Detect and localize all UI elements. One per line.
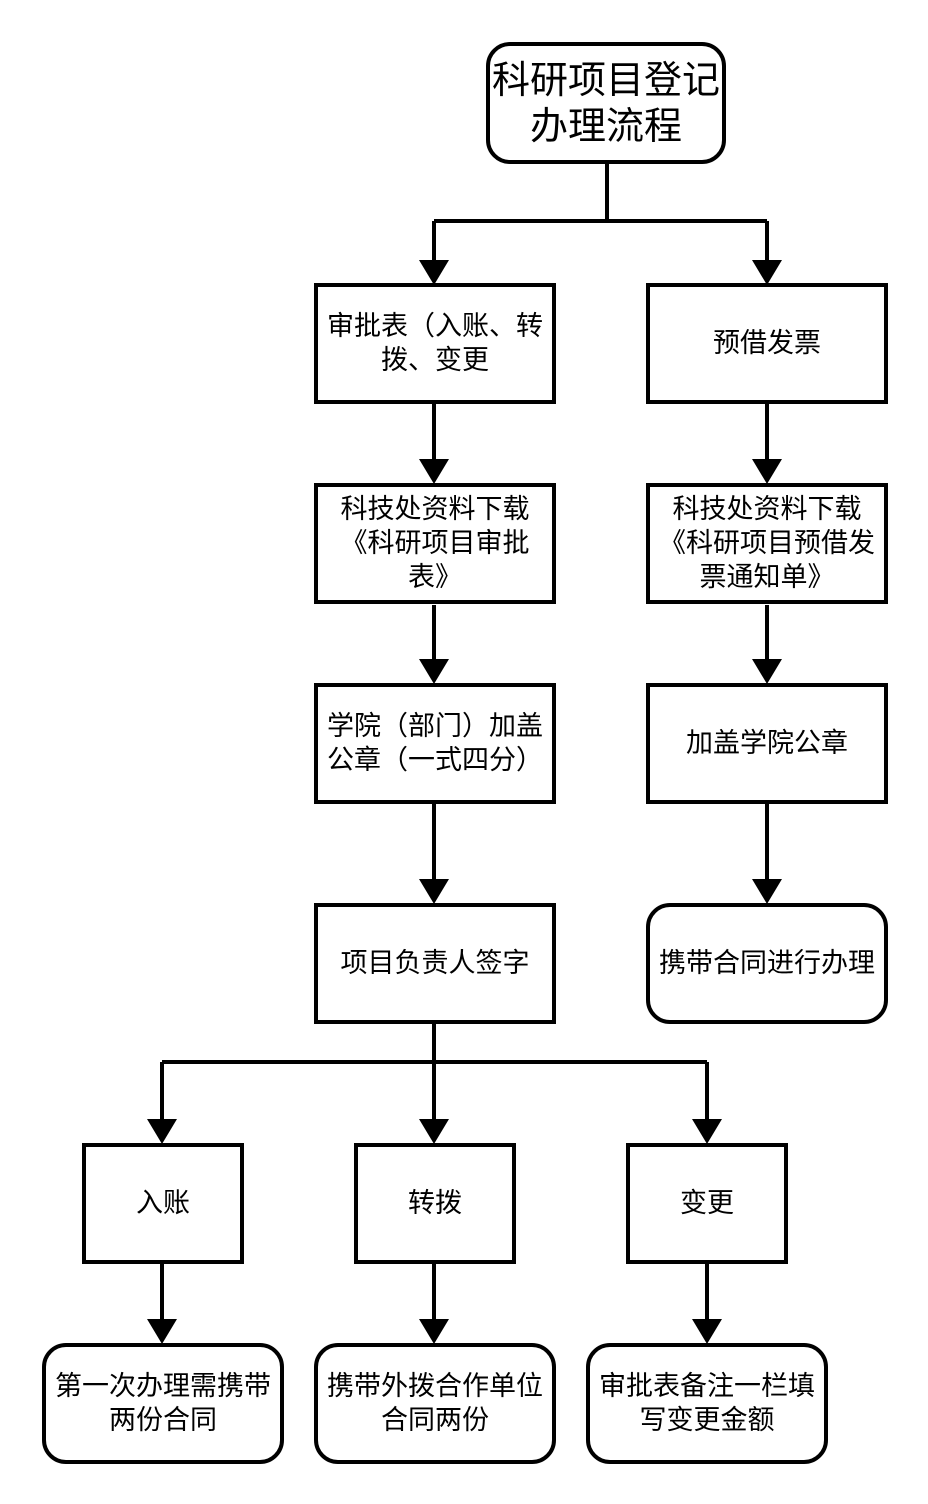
transfer-note-node: 携带外拨合作单位 合同两份: [314, 1343, 556, 1464]
arrowhead-entry-note: [147, 1319, 177, 1344]
transfer-note-label: 携带外拨合作单位 合同两份: [327, 1370, 543, 1436]
flowchart-title: 科研项目登记 办理流程: [491, 58, 720, 148]
download-approval-label: 科技处资料下载 《科研项目审批 表》: [340, 493, 530, 593]
arrowhead-download-invoice: [752, 459, 782, 484]
transfer-label: 转拨: [408, 1187, 462, 1219]
arrowhead-transfer: [419, 1119, 449, 1144]
change-note-node: 审批表备注一栏填 写变更金额: [586, 1343, 828, 1464]
arrowhead-download-approval: [419, 459, 449, 484]
invoice-label: 预借发票: [713, 327, 821, 359]
approval-form-label: 审批表（入账、转 拨、变更: [327, 310, 543, 376]
download-invoice-node: 科技处资料下载 《科研项目预借发 票通知单》: [646, 483, 888, 604]
entry-note-label: 第一次办理需携带 两份合同: [55, 1370, 271, 1436]
entry-node: 入账: [82, 1143, 244, 1264]
arrowhead-leader-sign: [419, 879, 449, 904]
change-node: 变更: [626, 1143, 788, 1264]
arrowhead-college-seal: [419, 659, 449, 684]
arrowhead-invoice-seal: [752, 659, 782, 684]
invoice-seal-node: 加盖学院公章: [646, 683, 888, 804]
contract-node: 携带合同进行办理: [646, 903, 888, 1024]
leader-sign-node: 项目负责人签字: [314, 903, 556, 1024]
contract-label: 携带合同进行办理: [659, 947, 875, 979]
arrowhead-contract: [752, 879, 782, 904]
arrowhead-transfer-note: [419, 1319, 449, 1344]
leader-sign-label: 项目负责人签字: [340, 947, 530, 979]
approval-form-node: 审批表（入账、转 拨、变更: [314, 283, 556, 404]
change-label: 变更: [680, 1187, 734, 1219]
arrowhead-change: [692, 1119, 722, 1144]
arrowhead-approval: [419, 260, 449, 285]
change-note-label: 审批表备注一栏填 写变更金额: [599, 1370, 815, 1436]
invoice-seal-label: 加盖学院公章: [686, 727, 848, 759]
arrowhead-entry: [147, 1119, 177, 1144]
arrowhead-change-note: [692, 1319, 722, 1344]
download-invoice-label: 科技处资料下载 《科研项目预借发 票通知单》: [659, 493, 875, 593]
college-seal-label: 学院（部门）加盖 公章（一式四分）: [327, 710, 543, 776]
entry-note-node: 第一次办理需携带 两份合同: [42, 1343, 284, 1464]
transfer-node: 转拨: [354, 1143, 516, 1264]
download-approval-node: 科技处资料下载 《科研项目审批 表》: [314, 483, 556, 604]
invoice-node: 预借发票: [646, 283, 888, 404]
flowchart-title-node: 科研项目登记 办理流程: [486, 42, 726, 164]
college-seal-node: 学院（部门）加盖 公章（一式四分）: [314, 683, 556, 804]
entry-label: 入账: [136, 1187, 190, 1219]
arrowhead-invoice: [752, 260, 782, 285]
